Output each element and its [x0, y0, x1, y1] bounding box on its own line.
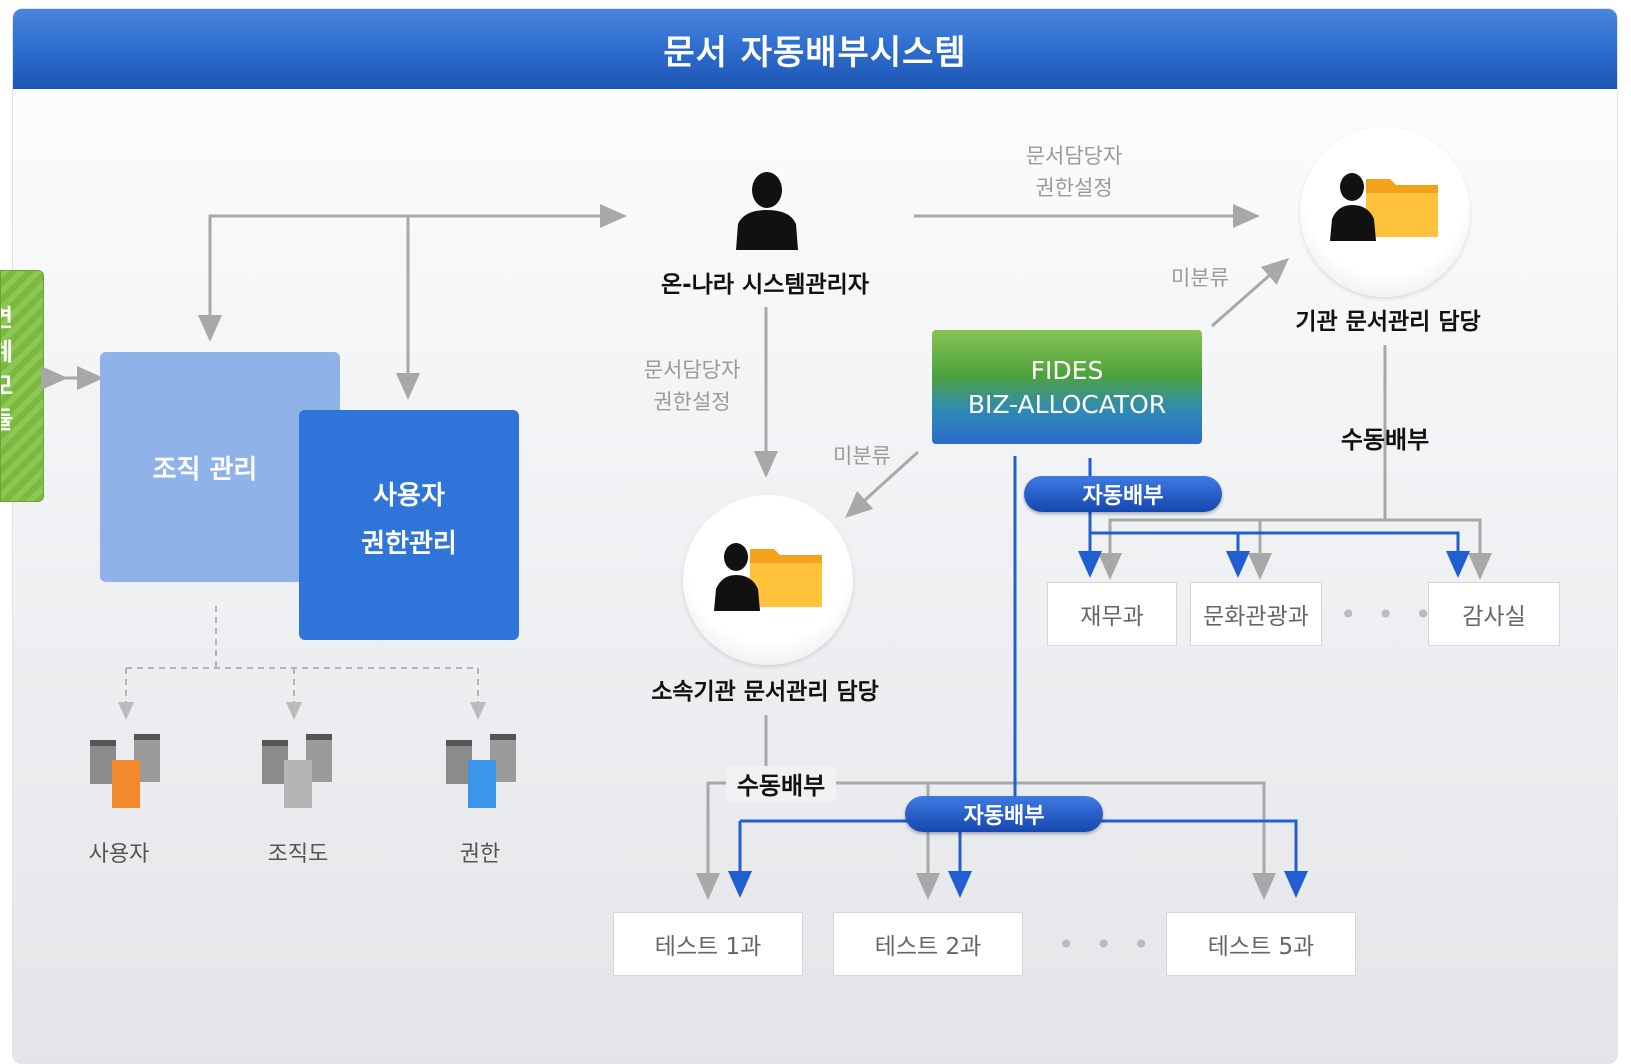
user-permission-line: 권한관리 — [361, 529, 457, 559]
side-tab-char: 듈 — [1, 403, 43, 437]
org-management-label: 조직 관리 — [152, 454, 258, 485]
side-tab-char: 연 — [1, 301, 43, 335]
folder-person-icon — [714, 543, 822, 611]
folder-person-icon — [1330, 173, 1438, 241]
fides-allocator-box[interactable]: FIDES BIZ-ALLOCATOR — [932, 330, 1202, 444]
manual-distribution-label: 수동배부 — [726, 766, 836, 801]
perm-note-top: 문서담당자 권한설정 — [1014, 140, 1134, 204]
admin-person-icon — [736, 172, 798, 250]
unclassified-label: 미분류 — [833, 444, 891, 468]
org-chart-server-icon — [262, 734, 332, 808]
manual-distribution-label: 수동배부 — [1340, 426, 1430, 454]
agency-manager-label: 기관 문서관리 담당 — [1295, 309, 1481, 335]
dept-box[interactable]: 테스트 1과 — [613, 912, 803, 976]
perm-note-line: 문서담당자 — [1025, 144, 1123, 168]
dept-box[interactable]: 문화관광과 — [1190, 582, 1322, 646]
server-label: 조직도 — [267, 842, 329, 867]
dept-box[interactable]: 감사실 — [1428, 582, 1560, 646]
perm-note-line: 권한설정 — [653, 390, 731, 414]
admin-label: 온-나라 시스템관리자 — [661, 272, 869, 298]
auto-distribution-pill[interactable]: 자동배부 — [1024, 476, 1222, 512]
sub-manager-label: 소속기관 문서관리 담당 — [651, 679, 879, 705]
perm-note-line: 권한설정 — [1035, 176, 1113, 200]
user-permission-line: 사용자 — [373, 481, 445, 511]
fides-line: BIZ-ALLOCATOR — [967, 390, 1167, 419]
server-label: 권한 — [459, 842, 501, 867]
permission-server-icon — [446, 734, 516, 808]
dept-box[interactable]: 테스트 5과 — [1166, 912, 1356, 976]
ellipsis: • • • — [1058, 928, 1156, 961]
user-permission-box[interactable]: 사용자 권한관리 — [299, 410, 519, 640]
dept-box[interactable]: 테스트 2과 — [833, 912, 1023, 976]
auto-distribution-pill[interactable]: 자동배부 — [905, 796, 1103, 832]
side-tab-char: 모 — [1, 369, 43, 403]
page-title: 문서 자동배부시스템 — [13, 9, 1617, 89]
user-server-icon — [90, 734, 160, 808]
ellipsis: • • • — [1340, 598, 1438, 631]
dept-box[interactable]: 재무과 — [1047, 582, 1177, 646]
side-tab-char: 계 — [1, 335, 43, 369]
server-label: 사용자 — [88, 842, 150, 867]
unclassified-label: 미분류 — [1171, 266, 1229, 290]
perm-note-mid: 문서담당자 권한설정 — [632, 354, 752, 418]
perm-note-line: 문서담당자 — [643, 358, 741, 382]
fides-line: FIDES — [1030, 356, 1104, 385]
